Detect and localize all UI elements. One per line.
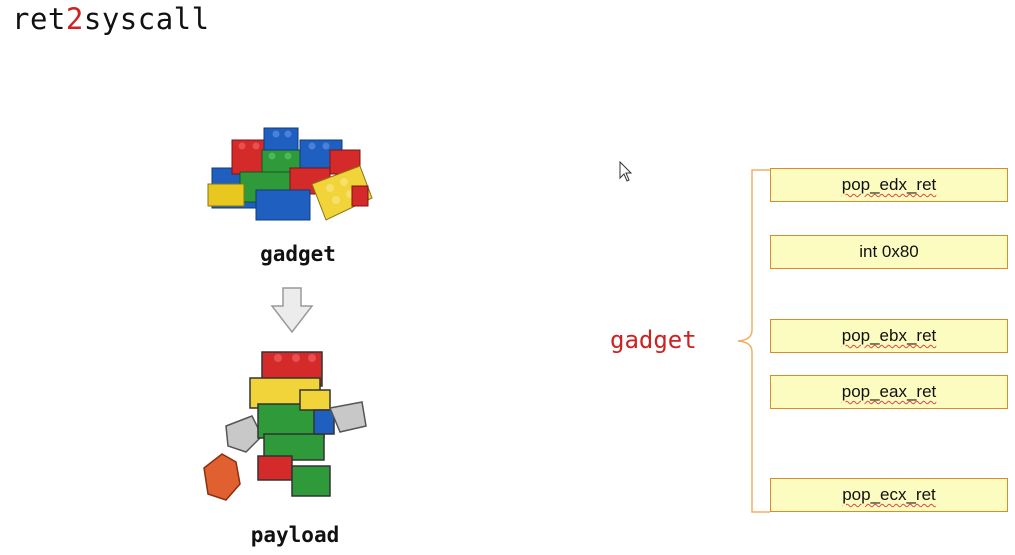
gadget-box-text: pop_ecx_ret [842, 485, 936, 504]
lego-bricks-icon [207, 127, 373, 221]
gadget-box-pop-edx: pop_edx_ret [770, 168, 1008, 202]
lego-robot-icon [203, 351, 367, 501]
gadget-box-pop-eax: pop_eax_ret [770, 375, 1008, 409]
payload-caption: payload [250, 523, 340, 547]
gadget-box-pop-ecx: pop_ecx_ret [770, 478, 1008, 512]
title-prefix: ret [12, 2, 66, 36]
gadget-box-text: pop_eax_ret [841, 382, 937, 401]
group-brace [737, 169, 770, 513]
title-accent: 2 [65, 2, 84, 36]
gadget-box-text: pop_edx_ret [841, 175, 937, 194]
slide-title: ret2syscall [12, 2, 210, 36]
down-arrow-icon [270, 287, 314, 334]
gadget-group-label: gadget [610, 326, 697, 354]
gadget-box-int-0x80: int 0x80 [770, 235, 1008, 269]
gadget-box-pop-ebx: pop_ebx_ret [770, 319, 1008, 353]
mouse-cursor-icon [619, 160, 633, 182]
gadget-caption: gadget [260, 242, 336, 266]
gadget-box-text: int 0x80 [859, 242, 919, 261]
title-suffix: syscall [83, 2, 210, 36]
gadget-box-text: pop_ebx_ret [841, 326, 937, 345]
